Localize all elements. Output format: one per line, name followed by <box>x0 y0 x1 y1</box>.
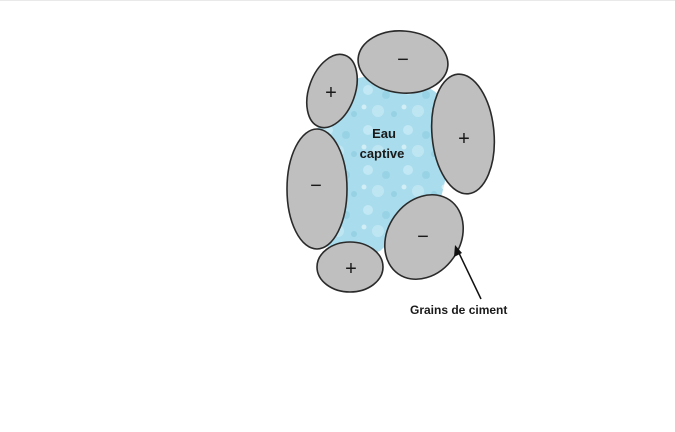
grain-sign: + <box>325 82 337 104</box>
grain-sign: − <box>310 175 322 197</box>
grain-left: − <box>287 129 347 249</box>
callout-label: Grains de ciment <box>410 303 507 317</box>
grain-sign: + <box>458 128 470 150</box>
grain-sign: − <box>397 49 409 71</box>
grain-sign: + <box>345 258 357 280</box>
grain-sign: − <box>417 226 429 248</box>
water-label-line2: captive <box>360 146 405 161</box>
callout-arrow <box>454 245 481 299</box>
water-label-line1: Eau <box>372 126 396 141</box>
grain-bottom: + <box>317 242 383 292</box>
